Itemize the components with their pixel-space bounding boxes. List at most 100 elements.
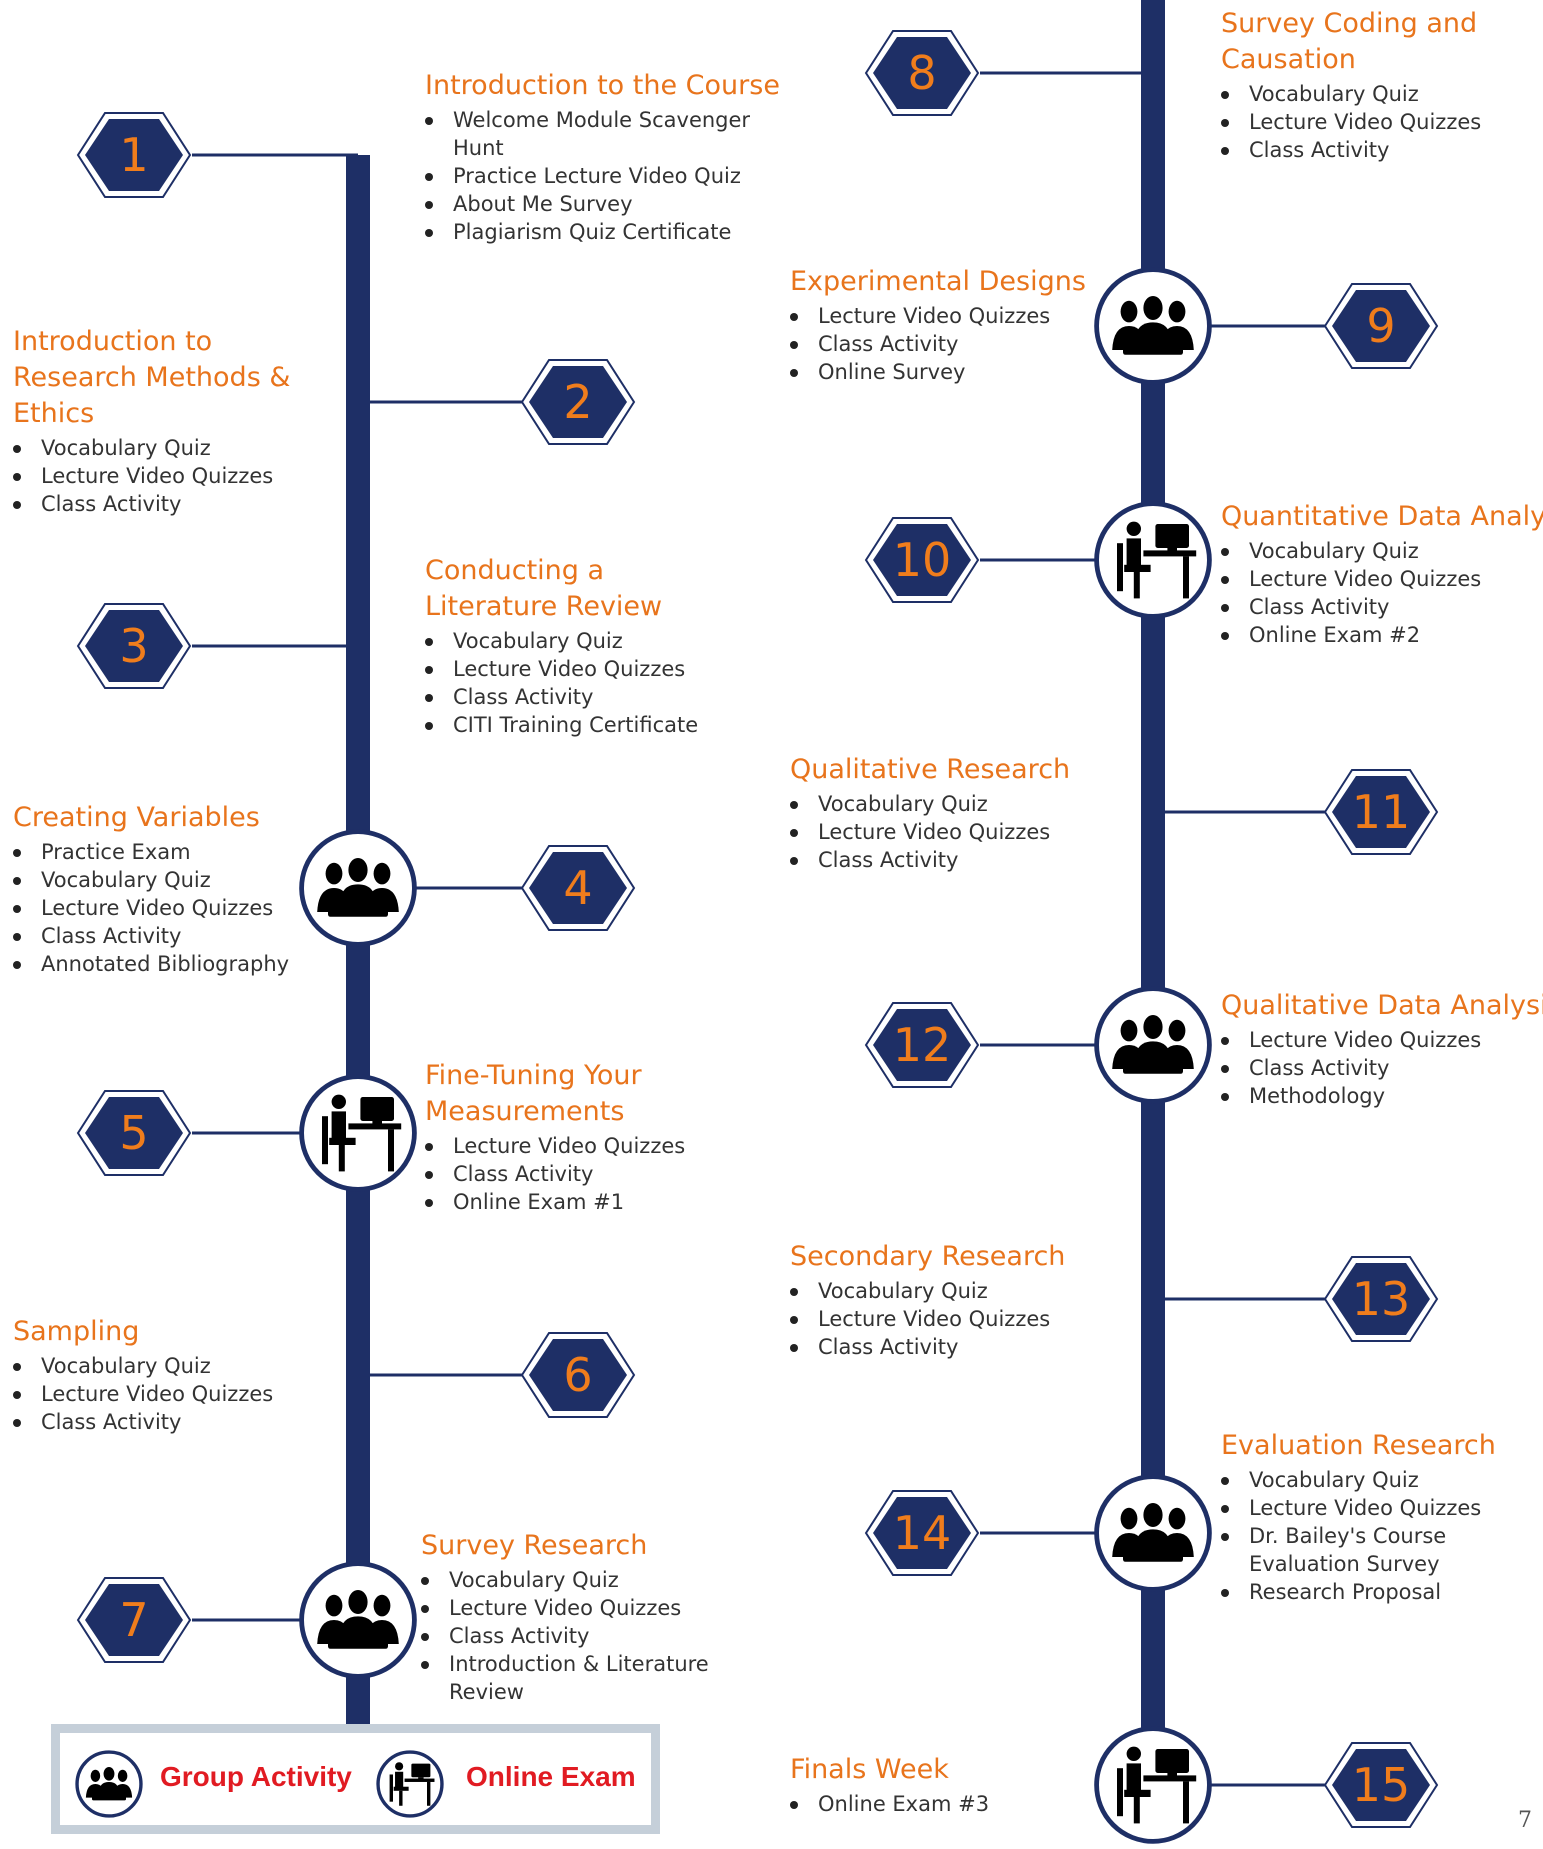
module-title: Fine-Tuning Your Measurements bbox=[425, 1060, 642, 1127]
list-item: Lecture Video Quizzes bbox=[790, 1305, 1090, 1333]
list-item: Lecture Video Quizzes bbox=[1221, 1026, 1541, 1054]
list-item: Lecture Video Quizzes bbox=[13, 462, 343, 490]
module-1: Introduction to the Course Welcome Modul… bbox=[425, 68, 805, 246]
legend-group-activity-label: Group Activity bbox=[160, 1761, 352, 1792]
list-item: Online Survey bbox=[790, 358, 1090, 386]
list-item: Class Activity bbox=[790, 330, 1090, 358]
list-item: Lecture Video Quizzes bbox=[1221, 108, 1501, 136]
list-item: Practice Lecture Video Quiz bbox=[425, 162, 805, 190]
module-12: Qualitative Data Analysis Lecture Video … bbox=[1221, 988, 1543, 1110]
module-title: Survey Coding and Causation bbox=[1221, 8, 1478, 75]
legend-online-exam-label: Online Exam bbox=[466, 1761, 636, 1792]
list-item: Vocabulary Quiz bbox=[1221, 537, 1543, 565]
module-2: Introduction to Research Methods & Ethic… bbox=[13, 324, 343, 518]
hexagon-number: 3 bbox=[119, 619, 149, 673]
module-6: Sampling Vocabulary Quiz Lecture Video Q… bbox=[13, 1314, 343, 1436]
group-activity-icon bbox=[1093, 266, 1213, 386]
list-item: Lecture Video Quizzes bbox=[425, 655, 735, 683]
hexagon-number: 9 bbox=[1366, 299, 1396, 353]
list-item: Lecture Video Quizzes bbox=[1221, 565, 1543, 593]
list-item: Class Activity bbox=[421, 1622, 721, 1650]
module-items: Vocabulary Quiz Lecture Video Quizzes Cl… bbox=[790, 790, 1090, 874]
list-item: Lecture Video Quizzes bbox=[421, 1594, 721, 1622]
hexagon-number: 13 bbox=[1351, 1272, 1411, 1326]
group-activity-icon bbox=[1093, 985, 1213, 1105]
module-items: Practice Exam Vocabulary Quiz Lecture Vi… bbox=[13, 838, 343, 978]
group-activity-icon bbox=[298, 828, 418, 948]
module-14: Evaluation Research Vocabulary Quiz Lect… bbox=[1221, 1428, 1541, 1606]
module-items: Lecture Video Quizzes Class Activity Met… bbox=[1221, 1026, 1541, 1110]
list-item: Lecture Video Quizzes bbox=[790, 818, 1090, 846]
list-item: Lecture Video Quizzes bbox=[13, 894, 343, 922]
online-exam-icon bbox=[298, 1073, 418, 1193]
module-title: Survey Research bbox=[421, 1530, 648, 1561]
module-items: Lecture Video Quizzes Class Activity Onl… bbox=[790, 302, 1090, 386]
module-title: Creating Variables bbox=[13, 802, 260, 833]
module-title: Introduction to the Course bbox=[425, 70, 780, 101]
list-item: Vocabulary Quiz bbox=[790, 1277, 1090, 1305]
module-title: Qualitative Data Analysis bbox=[1221, 990, 1543, 1021]
list-item: Class Activity bbox=[790, 1333, 1090, 1361]
hexagon-number: 2 bbox=[563, 375, 593, 429]
module-items: Vocabulary Quiz Lecture Video Quizzes Cl… bbox=[1221, 80, 1501, 164]
hexagon-10: 10 bbox=[864, 516, 980, 604]
module-items: Vocabulary Quiz Lecture Video Quizzes Cl… bbox=[13, 434, 343, 518]
hexagon-5: 5 bbox=[76, 1089, 192, 1177]
list-item: Class Activity bbox=[790, 846, 1090, 874]
list-item: Practice Exam bbox=[13, 838, 343, 866]
hexagon-13: 13 bbox=[1323, 1255, 1439, 1343]
module-9: Experimental Designs Lecture Video Quizz… bbox=[790, 264, 1090, 386]
module-items: Vocabulary Quiz Lecture Video Quizzes Cl… bbox=[1221, 537, 1543, 649]
module-title: Secondary Research bbox=[790, 1241, 1066, 1272]
module-7: Survey Research Vocabulary Quiz Lecture … bbox=[421, 1528, 721, 1706]
module-title: Introduction to Research Methods & Ethic… bbox=[13, 326, 291, 429]
module-10: Quantitative Data Analysis Vocabulary Qu… bbox=[1221, 499, 1543, 649]
hexagon-number: 5 bbox=[119, 1106, 149, 1160]
list-item: Methodology bbox=[1221, 1082, 1541, 1110]
list-item: Lecture Video Quizzes bbox=[425, 1132, 705, 1160]
hexagon-number: 12 bbox=[892, 1018, 952, 1072]
module-8: Survey Coding and Causation Vocabulary Q… bbox=[1221, 6, 1501, 164]
hexagon-15: 15 bbox=[1323, 1741, 1439, 1829]
hexagon-3: 3 bbox=[76, 602, 192, 690]
list-item: CITI Training Certificate bbox=[425, 711, 735, 739]
hexagon-1: 1 bbox=[76, 111, 192, 199]
hexagon-number: 14 bbox=[892, 1506, 952, 1560]
hexagon-4: 4 bbox=[520, 844, 636, 932]
module-items: Vocabulary Quiz Lecture Video Quizzes Cl… bbox=[421, 1566, 721, 1706]
list-item: Lecture Video Quizzes bbox=[790, 302, 1090, 330]
group-activity-icon bbox=[298, 1560, 418, 1680]
list-item: Vocabulary Quiz bbox=[13, 434, 343, 462]
hexagon-6: 6 bbox=[520, 1331, 636, 1419]
module-11: Qualitative Research Vocabulary Quiz Lec… bbox=[790, 752, 1090, 874]
hexagon-number: 7 bbox=[119, 1593, 149, 1647]
hexagon-11: 11 bbox=[1323, 768, 1439, 856]
module-title: Experimental Designs bbox=[790, 266, 1086, 297]
module-15: Finals Week Online Exam #3 bbox=[790, 1752, 1030, 1818]
hexagon-number: 8 bbox=[907, 46, 937, 100]
list-item: Lecture Video Quizzes bbox=[1221, 1494, 1541, 1522]
list-item: Online Exam #1 bbox=[425, 1188, 705, 1216]
module-title: Evaluation Research bbox=[1221, 1430, 1496, 1461]
module-3: Conducting a Literature Review Vocabular… bbox=[425, 553, 735, 739]
list-item: Introduction & Literature Review bbox=[421, 1650, 721, 1706]
module-title: Conducting a Literature Review bbox=[425, 555, 663, 622]
list-item: Dr. Bailey's Course Evaluation Survey bbox=[1221, 1522, 1541, 1578]
hexagon-12: 12 bbox=[864, 1001, 980, 1089]
list-item: Vocabulary Quiz bbox=[13, 866, 343, 894]
hexagon-number: 11 bbox=[1351, 785, 1411, 839]
hexagon-2: 2 bbox=[520, 358, 636, 446]
hexagon-number: 1 bbox=[119, 128, 149, 182]
list-item: Vocabulary Quiz bbox=[1221, 80, 1501, 108]
list-item: About Me Survey bbox=[425, 190, 805, 218]
list-item: Class Activity bbox=[1221, 1054, 1541, 1082]
legend: Group Activity Online Exam bbox=[51, 1724, 660, 1834]
module-5: Fine-Tuning Your Measurements Lecture Vi… bbox=[425, 1058, 705, 1216]
list-item: Class Activity bbox=[425, 1160, 705, 1188]
module-4: Creating Variables Practice Exam Vocabul… bbox=[13, 800, 343, 978]
module-items: Vocabulary Quiz Lecture Video Quizzes Cl… bbox=[425, 627, 735, 739]
hexagon-number: 6 bbox=[563, 1348, 593, 1402]
list-item: Plagiarism Quiz Certificate bbox=[425, 218, 805, 246]
module-title: Qualitative Research bbox=[790, 754, 1071, 785]
online-exam-icon bbox=[376, 1750, 444, 1818]
